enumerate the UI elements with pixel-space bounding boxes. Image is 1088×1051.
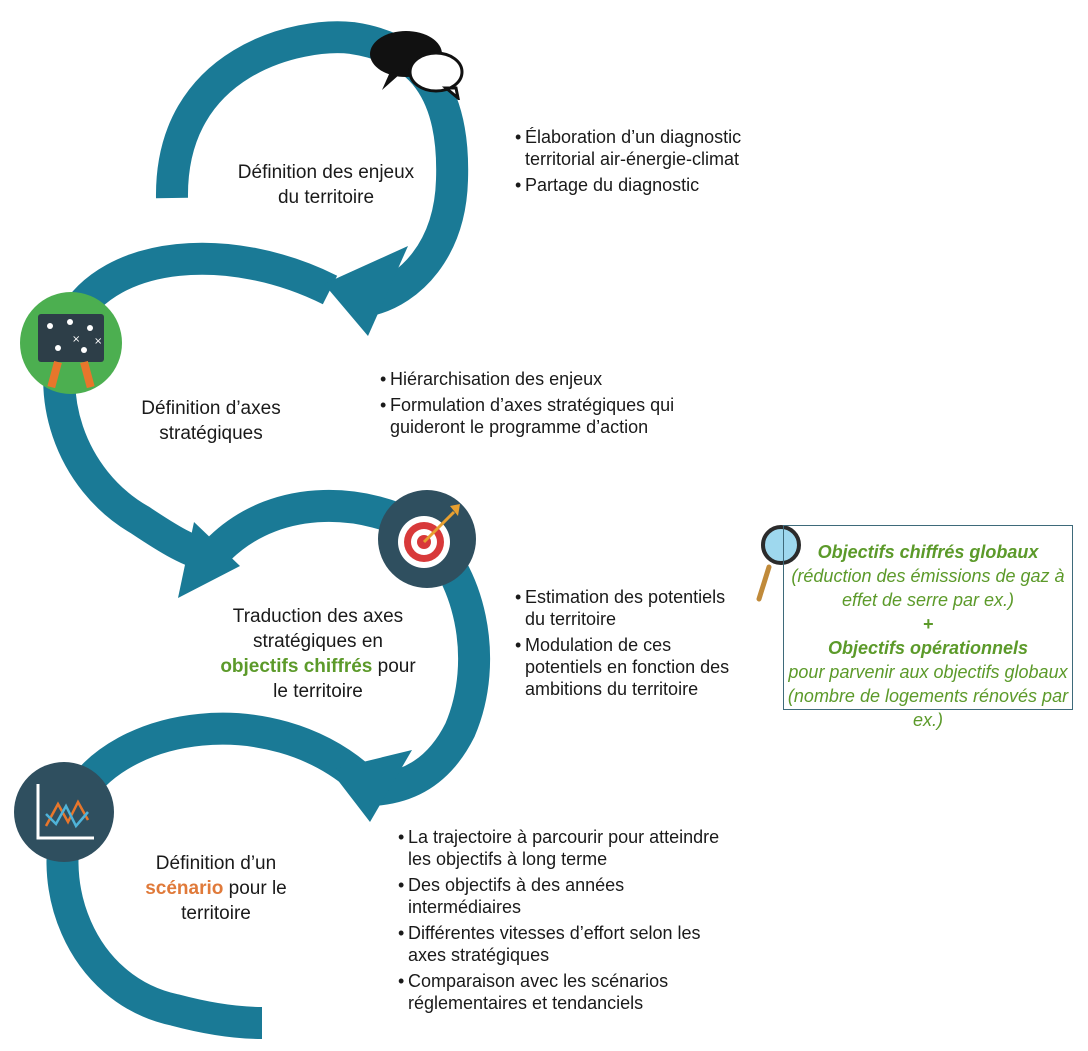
step-1-bullet-1: Élaboration d’un diagnostic territorial …	[515, 126, 755, 170]
step-3-bullets: Estimation des potentiels du territoire …	[515, 586, 735, 704]
callout-text: Objectifs chiffrés globaux (réduction de…	[783, 540, 1073, 732]
target-icon	[378, 490, 476, 588]
step-3-bullet-1: Estimation des potentiels du territoire	[515, 586, 735, 630]
step-4-bullet-4: Comparaison avec les scénarios réglement…	[398, 970, 738, 1014]
step-4-label: Définition d’un scénario pour le territo…	[126, 851, 306, 926]
svg-text:×: ×	[72, 334, 80, 345]
callout-title-1: Objectifs chiffrés globaux	[817, 542, 1039, 562]
callout-box	[783, 525, 1073, 710]
step-1-label: Définition des enjeux du territoire	[237, 162, 415, 208]
callout-plus: +	[922, 614, 934, 634]
svg-text:×: ×	[94, 336, 102, 347]
arrow-3	[208, 490, 491, 806]
callout-title-2: Objectifs opérationnels	[827, 638, 1029, 658]
step-2-bullet-2: Formulation d’axes stratégiques qui guid…	[380, 394, 720, 438]
step-4-bullet-1: La trajectoire à parcourir pour atteindr…	[398, 826, 738, 870]
step-3-label-before: Traduction des axes stratégiques en	[232, 606, 404, 652]
line-chart-icon	[14, 762, 114, 862]
strategy-board-icon: × ×	[20, 292, 122, 394]
arrow-2-head	[178, 522, 240, 598]
step-4-label-before: Définition d’un	[155, 853, 277, 874]
step-1-bullets: Élaboration d’un diagnostic territorial …	[515, 126, 755, 200]
step-4-label-highlight: scénario	[145, 878, 224, 899]
arrow-3-head	[330, 750, 412, 822]
step-2-bullets: Hiérarchisation des enjeux Formulation d…	[380, 368, 720, 442]
step-1-bullet-2: Partage du diagnostic	[515, 174, 755, 196]
step-2-bullet-1: Hiérarchisation des enjeux	[380, 368, 720, 390]
step-3-label-highlight: objectifs chiffrés	[220, 656, 373, 677]
step-3-bullet-2: Modulation de ces potentiels en fonction…	[515, 634, 735, 700]
speech-bubbles-icon	[370, 31, 464, 100]
step-3-label: Traduction des axes stratégiques en obje…	[218, 604, 418, 704]
step-4-bullet-2: Des objectifs à des années intermédiaire…	[398, 874, 738, 918]
callout-text-2: pour parvenir aux objectifs globaux (nom…	[787, 662, 1069, 730]
step-4-bullets: La trajectoire à parcourir pour atteindr…	[398, 826, 738, 1018]
step-4-bullet-3: Différentes vitesses d’effort selon les …	[398, 922, 738, 966]
step-3-label-after: pour le territoire	[273, 656, 416, 702]
magnifier-icon	[756, 525, 801, 602]
arrow-1-head	[324, 246, 408, 336]
step-4-label-after: pour le territoire	[181, 878, 287, 924]
step-2-label: Définition d’axes stratégiques	[141, 398, 281, 444]
callout-text-1: (réduction des émissions de gaz à effet …	[791, 566, 1065, 610]
